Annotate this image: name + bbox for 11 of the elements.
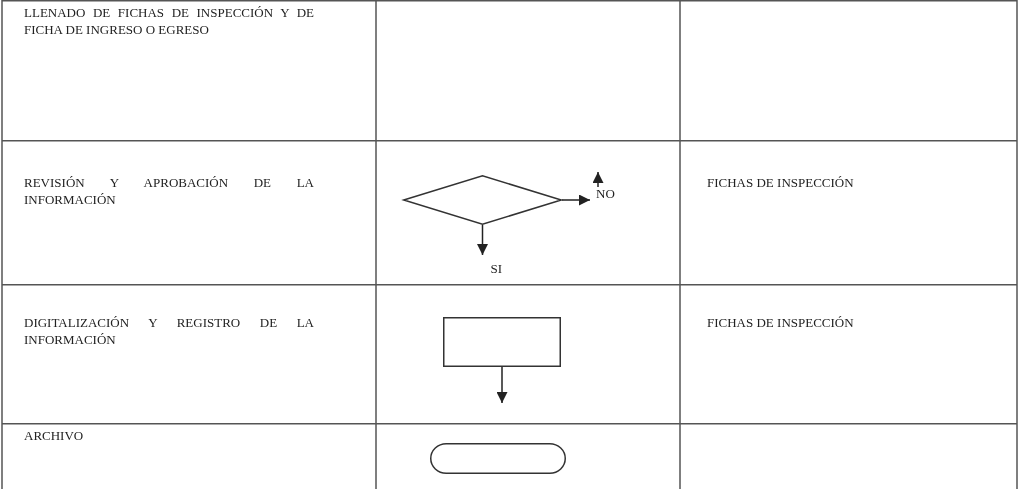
document-text: FICHAS DE INSPECCIÓN [707,174,855,191]
arrow [477,224,488,256]
activity-text: DIGITALIZACIÓN Y REGISTRO DE LA INFORMACIÓN [24,314,314,348]
edge-label: SI [490,262,503,276]
arrow [561,194,591,206]
activity-text: ARCHIVO [24,427,85,444]
arrow [496,366,508,404]
activity-text: REVISIÓN Y APROBACIÓN DE LA INFORMACIÓN [24,174,314,208]
activity-text: LLENADO DE FICHAS DE INSPECCIÓN Y DE FICHA DE INGRESO O EGRESO [24,4,314,38]
edge-label: NO [596,187,615,201]
document-text: FICHAS DE INSPECCIÓN [707,314,855,331]
